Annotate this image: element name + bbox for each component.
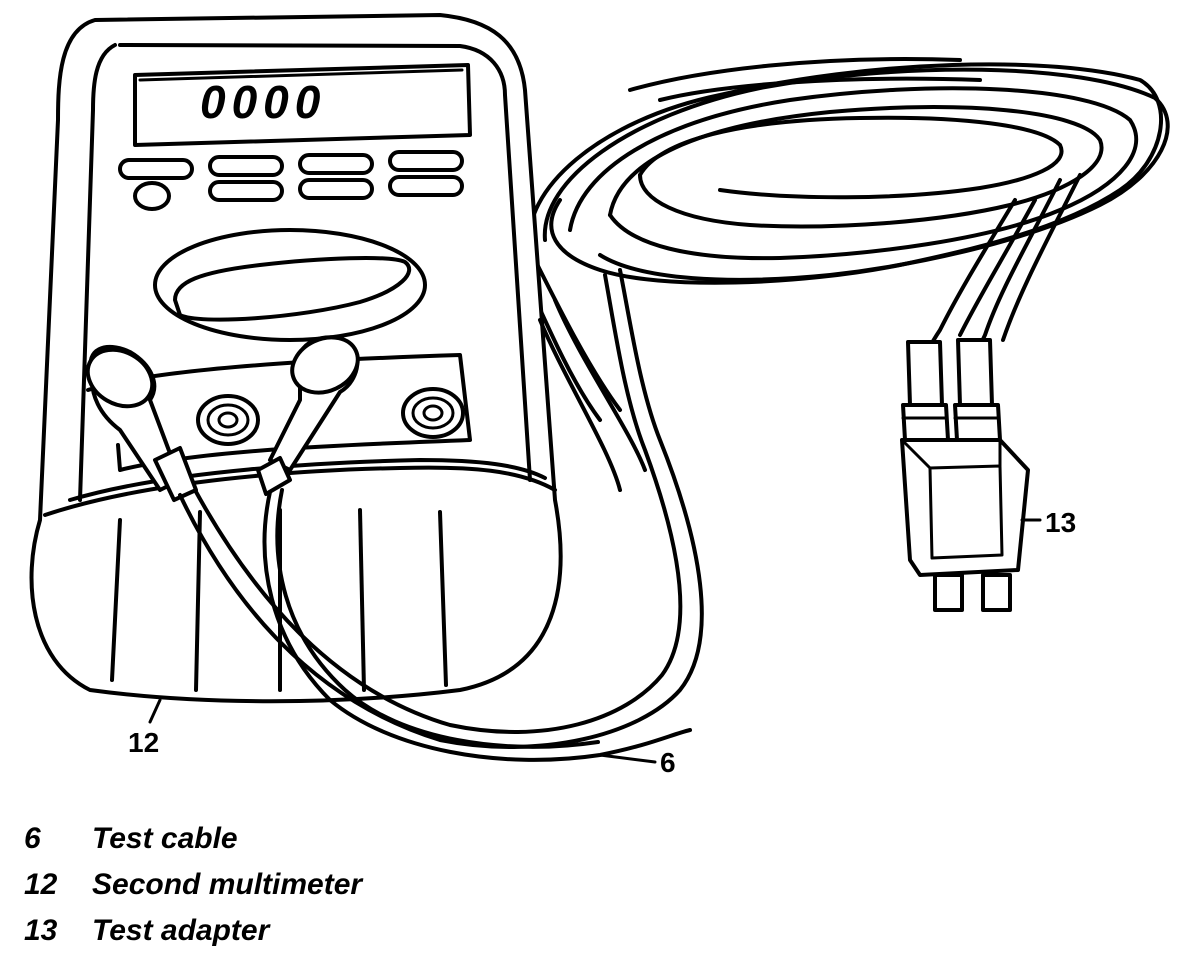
cable-coil xyxy=(518,57,1170,422)
legend-label: Second multimeter xyxy=(92,868,363,901)
leader-lines xyxy=(148,698,657,764)
rotary-dial xyxy=(153,228,427,342)
callout-second-multimeter: 12 xyxy=(128,727,159,758)
adapter-wires xyxy=(920,173,1082,367)
legend: 6 Test cable 12 Second multimeter 13 Tes… xyxy=(24,822,544,960)
test-cables xyxy=(178,268,704,762)
legend-number: 12 xyxy=(24,868,58,901)
meter-buttons xyxy=(118,150,464,211)
callout-test-cable: 6 xyxy=(660,747,676,778)
left-probe-plug xyxy=(85,344,198,502)
display-reading: 0000 xyxy=(200,76,326,128)
right-probe-plug xyxy=(256,335,360,496)
legend-label: Test adapter xyxy=(92,914,270,947)
legend-number: 13 xyxy=(24,914,58,947)
lcd-display: 0000 xyxy=(133,63,472,147)
legend-row: 12 Second multimeter xyxy=(24,868,544,914)
callout-test-adapter: 13 xyxy=(1045,507,1076,538)
legend-row: 13 Test adapter xyxy=(24,914,544,960)
legend-number: 6 xyxy=(24,822,41,855)
legend-row: 6 Test cable xyxy=(24,822,544,868)
test-adapter xyxy=(900,338,1042,612)
jack-panel xyxy=(86,353,472,472)
legend-label: Test cable xyxy=(92,822,238,855)
